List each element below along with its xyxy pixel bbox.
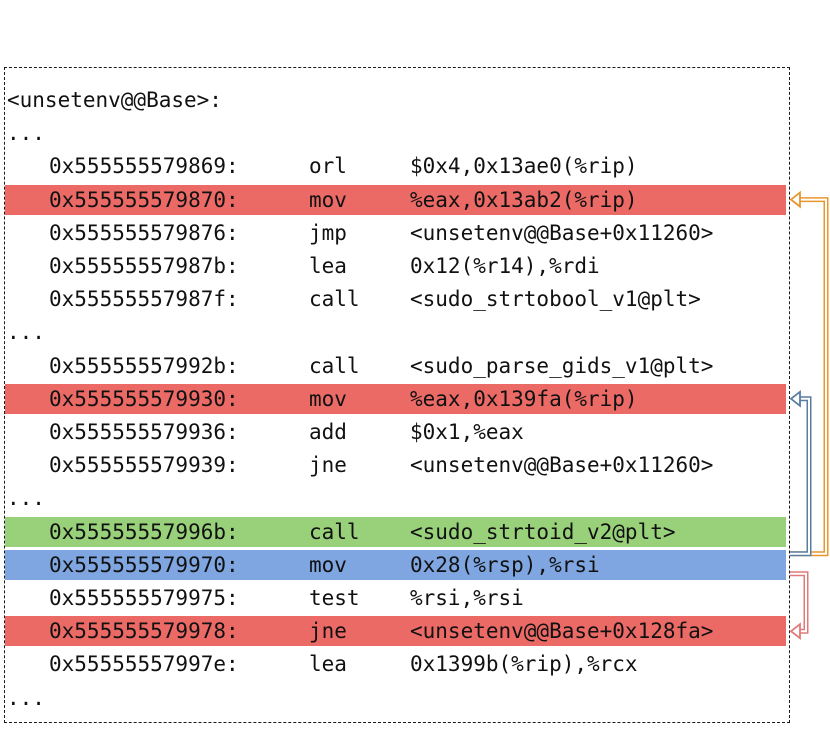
- code-listing-frame: [4, 67, 790, 723]
- operands: <sudo_strtobool_v1@plt>: [410, 287, 701, 312]
- instruction-row: 0x555555579870: mov %eax,0x13ab2(%rip): [5, 184, 786, 215]
- operands: <unsetenv@@Base+0x128fa>: [410, 619, 714, 644]
- function-label: <unsetenv@@Base>:: [5, 85, 786, 115]
- operands: %eax,0x13ab2(%rip): [410, 187, 638, 212]
- blue-dependency-arrow-core: [790, 397, 810, 555]
- instruction-row: 0x555555579936: add $0x1,%eax: [5, 417, 786, 447]
- ellipsis-row: ...: [5, 317, 786, 347]
- pink-dependency-arrow-core: [790, 572, 807, 633]
- instruction-row: 0x555555579930: mov %eax,0x139fa(%rip): [5, 383, 786, 414]
- instruction-row: 0x555555579975: test %rsi,%rsi: [5, 583, 786, 613]
- address: 0x555555579876:: [49, 220, 239, 245]
- address: 0x555555579978:: [49, 619, 239, 644]
- operands: <sudo_strtoid_v2@plt>: [410, 519, 676, 544]
- mnemonic: call: [309, 353, 360, 378]
- mnemonic: mov: [309, 187, 347, 212]
- instruction-row: 0x55555557997e: lea 0x1399b(%rip),%rcx: [5, 649, 786, 679]
- operands: 0x12(%r14),%rdi: [410, 254, 600, 278]
- instruction-row: 0x555555579970: mov 0x28(%rsp),%rsi: [5, 549, 786, 580]
- operands: <unsetenv@@Base+0x11260>: [410, 453, 714, 478]
- address: 0x55555557997e:: [49, 652, 239, 677]
- pink-dependency-arrow: [789, 571, 809, 641]
- operands: <sudo_parse_gids_v1@plt>: [410, 353, 714, 378]
- instruction-row: 0x55555557996b: call <sudo_strtoid_v2@plt>: [5, 516, 786, 547]
- address: 0x55555557996b:: [49, 519, 239, 544]
- address: 0x555555579975:: [49, 586, 239, 610]
- blue-dependency-arrow: [789, 389, 812, 557]
- mnemonic: jne: [309, 453, 347, 478]
- ellipsis-row: ...: [5, 118, 786, 148]
- mnemonic: test: [309, 586, 360, 610]
- address: 0x55555557992b:: [49, 353, 239, 378]
- operands: $0x1,%eax: [410, 420, 524, 444]
- instruction-row: 0x555555579869: orl $0x4,0x13ae0(%rip): [5, 151, 786, 181]
- operands: 0x1399b(%rip),%rcx: [410, 652, 638, 677]
- instruction-row: 0x555555579939: jne <unsetenv@@Base+0x1126…: [5, 450, 786, 480]
- orange-dependency-arrow-core: [790, 198, 827, 555]
- mnemonic: call: [309, 287, 360, 312]
- mnemonic: mov: [309, 552, 347, 577]
- instruction-row: 0x55555557987f: call <sudo_strtobool_v1@pl…: [5, 284, 786, 314]
- operands: 0x28(%rsp),%rsi: [410, 552, 600, 577]
- mnemonic: lea: [309, 652, 347, 677]
- pink-dependency-arrow-outline: [790, 571, 809, 634]
- mnemonic: jne: [309, 619, 347, 644]
- address: 0x555555579870:: [49, 187, 239, 212]
- orange-dependency-arrow-outline: [790, 197, 829, 557]
- address: 0x555555579869:: [49, 154, 239, 179]
- function-label-text: <unsetenv@@Base>:: [7, 88, 222, 112]
- orange-dependency-arrow-head: [789, 190, 801, 209]
- ellipsis-row: ...: [5, 483, 786, 513]
- address: 0x555555579930:: [49, 386, 239, 411]
- ellipsis-text: ...: [7, 685, 45, 710]
- pink-dependency-arrow-head: [789, 622, 801, 641]
- blue-dependency-arrow-outline: [790, 396, 812, 557]
- instruction-row: 0x55555557987b: lea 0x12(%r14),%rdi: [5, 251, 786, 281]
- operands: %rsi,%rsi: [410, 586, 524, 610]
- operands: $0x4,0x13ae0(%rip): [410, 154, 638, 179]
- mnemonic: mov: [309, 386, 347, 411]
- ellipsis-text: ...: [7, 121, 45, 146]
- mnemonic: lea: [309, 254, 347, 278]
- mnemonic: add: [309, 420, 347, 444]
- instruction-row: 0x555555579978: jne <unsetenv@@Base+0x128f…: [5, 616, 786, 647]
- ellipsis-row: ...: [5, 683, 786, 713]
- mnemonic: jmp: [309, 220, 347, 245]
- mnemonic: call: [309, 519, 360, 544]
- address: 0x555555579970:: [49, 552, 239, 577]
- instruction-row: 0x555555579876: jmp <unsetenv@@Base+0x1126…: [5, 218, 786, 248]
- instruction-row: 0x55555557992b: call <sudo_parse_gids_v1@p…: [5, 351, 786, 381]
- ellipsis-text: ...: [7, 320, 45, 345]
- address: 0x555555579939:: [49, 453, 239, 478]
- address: 0x555555579936:: [49, 420, 239, 444]
- address: 0x55555557987b:: [49, 254, 239, 278]
- mnemonic: orl: [309, 154, 347, 179]
- address: 0x55555557987f:: [49, 287, 239, 312]
- ellipsis-text: ...: [7, 486, 45, 511]
- operands: %eax,0x139fa(%rip): [410, 386, 638, 411]
- operands: <unsetenv@@Base+0x11260>: [410, 220, 714, 245]
- blue-dependency-arrow-head: [789, 389, 801, 408]
- orange-dependency-arrow: [789, 190, 829, 557]
